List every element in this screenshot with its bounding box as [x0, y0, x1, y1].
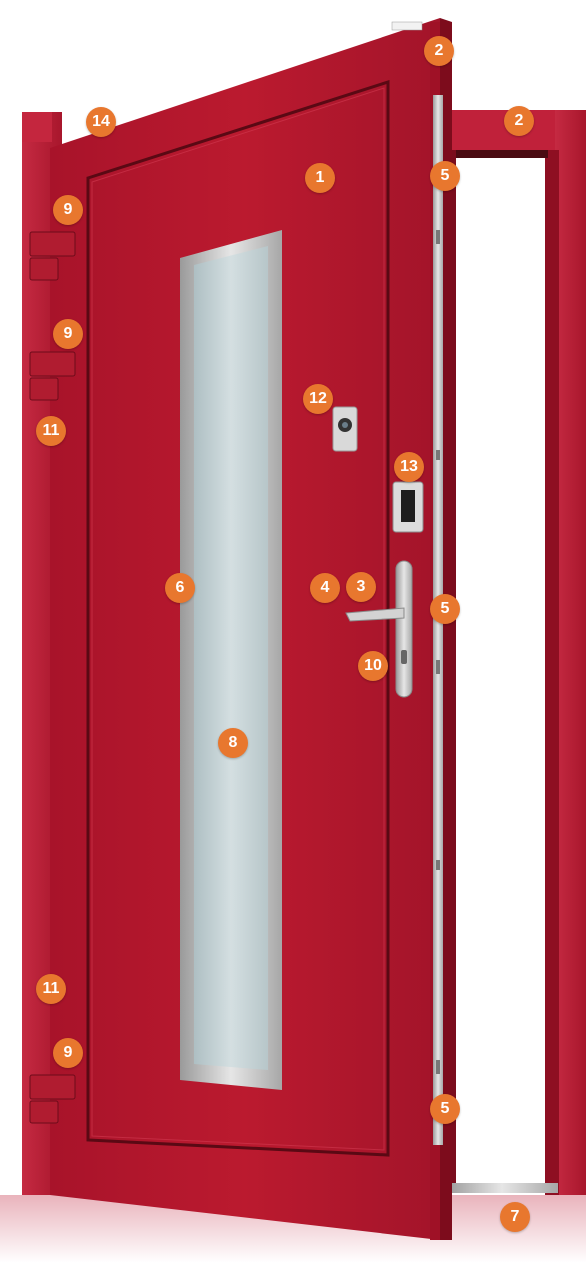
peephole-camera-icon — [333, 407, 357, 451]
manufacturer-plate — [392, 22, 422, 30]
marker-5: 5 — [430, 594, 460, 624]
marker-2: 2 — [424, 36, 454, 66]
marker-8: 8 — [218, 728, 248, 758]
marker-3: 3 — [346, 572, 376, 602]
marker-14: 14 — [86, 107, 116, 137]
marker-9: 9 — [53, 1038, 83, 1068]
fingerprint-reader-icon — [393, 482, 423, 532]
marker-2: 2 — [504, 106, 534, 136]
marker-9: 9 — [53, 319, 83, 349]
glass-panel — [180, 230, 282, 1090]
marker-5: 5 — [430, 161, 460, 191]
marker-9: 9 — [53, 195, 83, 225]
marker-13: 13 — [394, 452, 424, 482]
marker-6: 6 — [165, 573, 195, 603]
marker-10: 10 — [358, 651, 388, 681]
marker-11: 11 — [36, 974, 66, 1004]
threshold — [446, 1183, 558, 1193]
marker-4: 4 — [310, 573, 340, 603]
marker-12: 12 — [303, 384, 333, 414]
marker-5: 5 — [430, 1094, 460, 1124]
marker-1: 1 — [305, 163, 335, 193]
marker-7: 7 — [500, 1202, 530, 1232]
marker-11: 11 — [36, 416, 66, 446]
